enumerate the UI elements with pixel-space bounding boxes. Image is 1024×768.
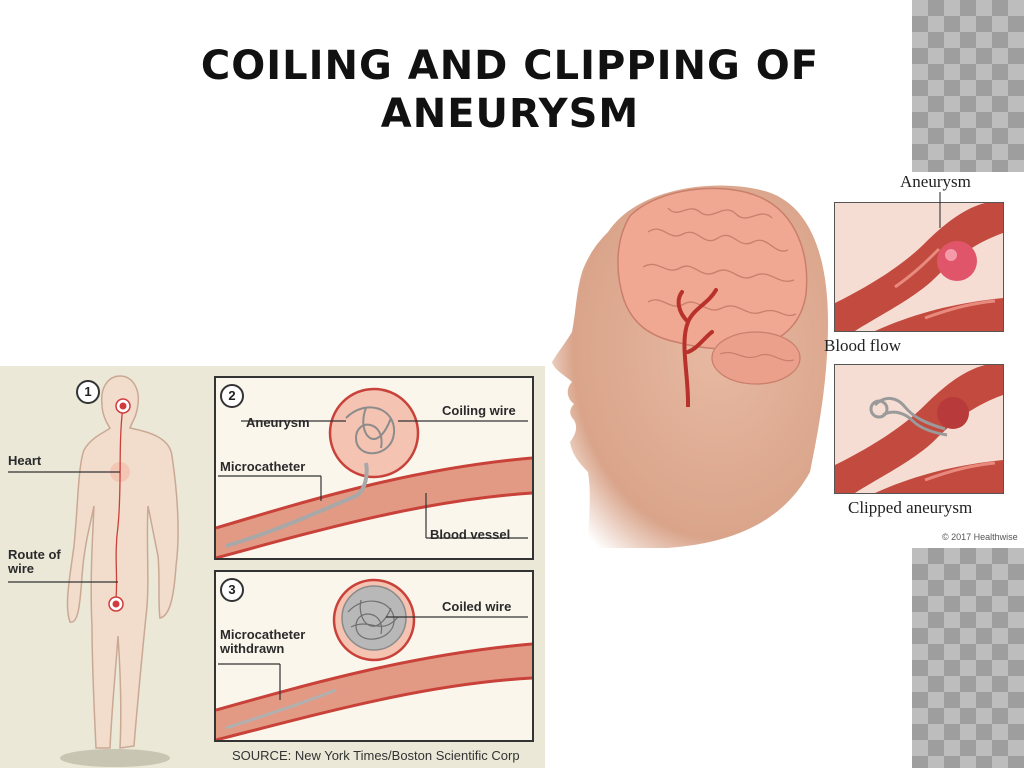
copyright-label: © 2017 Healthwise (942, 532, 1018, 542)
step-number-2: 2 (220, 384, 244, 408)
clipping-illustration: Aneurysm Blood flow Clipped aneurysm © 2… (548, 172, 1024, 548)
microcatheter-label: Microcatheter (220, 459, 306, 474)
aneurysm-inset (834, 202, 1004, 332)
coiled-wire-label: Coiled wire (442, 599, 512, 614)
clipped-aneurysm-label: Clipped aneurysm (848, 498, 973, 517)
panel-step-3: 3 Coiled wire Microcatheter withdrawn (214, 570, 534, 742)
head-profile-drawing (552, 185, 828, 548)
aneurysm-vessel-drawing (835, 203, 1003, 331)
aneurysm-label-coil: Aneurysm (246, 415, 310, 430)
aneurysm-pointer (939, 192, 941, 228)
checker-pattern-top (912, 0, 1024, 172)
vessel-coiling-drawing (216, 387, 532, 558)
route-of-wire-label: Route of wire (8, 547, 61, 576)
coiling-illustration: 1 Heart Route of wire 2 Aneurys (0, 366, 545, 768)
vessel-coiled-drawing (216, 578, 532, 740)
blood-vessel-label: Blood vessel (430, 527, 511, 542)
aneurysm-label-clip: Aneurysm (900, 172, 971, 191)
slide-title: Coiling and Clipping of Aneurysm (200, 43, 820, 137)
clipped-aneurysm-inset (834, 364, 1004, 494)
step-number-3: 3 (220, 578, 244, 602)
body-silhouette (8, 375, 179, 767)
step-number-1: 1 (76, 380, 100, 404)
blood-flow-label: Blood flow (824, 336, 901, 355)
panel-step-2: 2 Aneurysm Coiling wire Microcatheter Bl… (214, 376, 534, 560)
checker-pattern-bottom (912, 548, 1024, 768)
heart-label: Heart (8, 453, 42, 468)
source-caption: SOURCE: New York Times/Boston Scientific… (232, 748, 520, 763)
clipped-vessel-drawing (835, 365, 1003, 493)
microcatheter-withdrawn-label: Microcatheter withdrawn (220, 627, 306, 656)
coiling-wire-label: Coiling wire (442, 403, 516, 418)
